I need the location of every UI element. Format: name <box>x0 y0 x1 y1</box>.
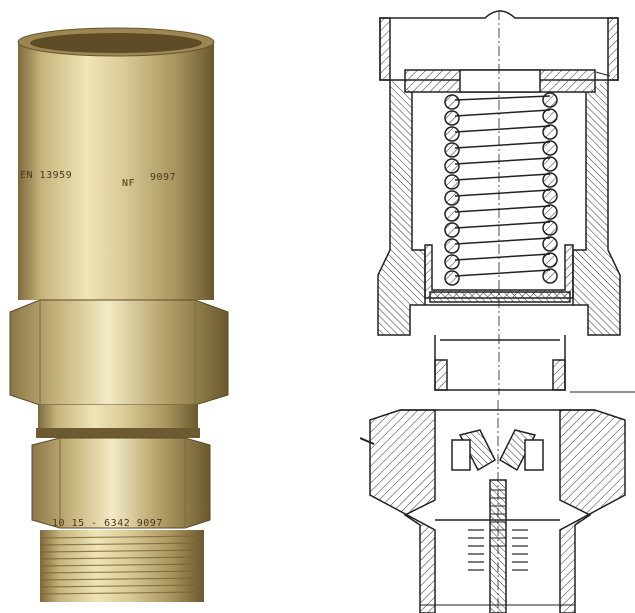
svg-text:9097: 9097 <box>150 172 176 183</box>
engraving-upper: EN 13959 NF 9097 <box>20 170 176 189</box>
spring-valve-section <box>377 10 635 395</box>
spring-coils <box>454 95 551 277</box>
check-valve-section <box>360 400 626 613</box>
engraving-lower: 10 15 - 6342 9097 <box>52 518 163 529</box>
lower-hex-nut <box>31 437 211 529</box>
valve-illustration: EN 13959 NF 9097 10 15 - 6342 9097 <box>9 27 229 602</box>
svg-text:EN 13959: EN 13959 <box>20 170 72 181</box>
valve-photo: EN 13959 NF 9097 10 15 - 6342 9097 <box>0 0 260 613</box>
upper-hex-nut <box>9 299 229 406</box>
cross-section-drawing-upper <box>360 0 635 400</box>
upper-body <box>18 28 214 300</box>
cross-section-drawing-lower <box>360 400 635 613</box>
svg-text:NF: NF <box>122 178 135 189</box>
